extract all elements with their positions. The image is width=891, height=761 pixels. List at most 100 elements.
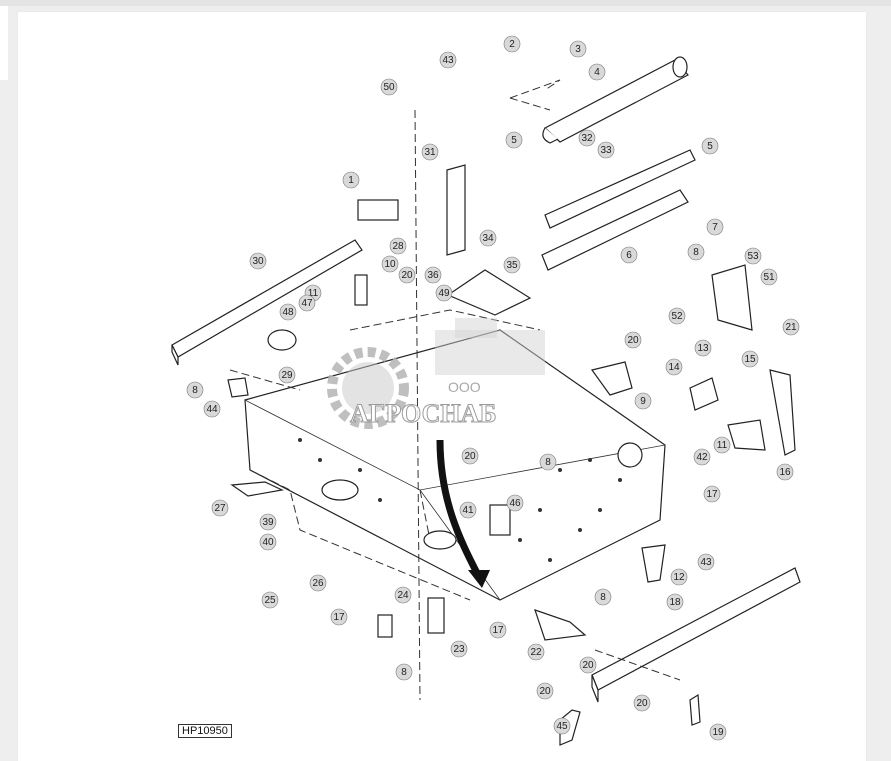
callout-number: 8 [600, 592, 606, 603]
callout-number: 20 [539, 686, 551, 697]
callout-number: 32 [581, 133, 593, 144]
callout-number: 21 [785, 322, 797, 333]
bracket-16 [727, 419, 766, 451]
callout-circle [279, 303, 297, 321]
callout-circle [666, 593, 684, 611]
bracket-22 [534, 609, 587, 641]
callout-number: 20 [582, 660, 594, 671]
callout-circle [536, 682, 554, 700]
callout-8: 8 [186, 381, 204, 399]
callout-circle [395, 663, 413, 681]
callout-number: 5 [707, 141, 713, 152]
callout-49: 49 [435, 284, 453, 302]
vertical-bracket-part [446, 164, 466, 256]
callout-number: 5 [511, 135, 517, 146]
callout-9: 9 [634, 392, 652, 410]
callout-number: 43 [700, 557, 712, 568]
callout-circle [439, 51, 457, 69]
bracket-19 [689, 693, 701, 726]
callout-circle [421, 143, 439, 161]
callout-number: 29 [281, 370, 293, 381]
callout-circle [259, 533, 277, 551]
callout-number: 40 [262, 537, 274, 548]
callout-3: 3 [569, 40, 587, 58]
callout-31: 31 [421, 143, 439, 161]
callout-17: 17 [703, 485, 721, 503]
callout-50: 50 [380, 78, 398, 96]
callout-number: 46 [509, 498, 521, 509]
callout-number: 30 [252, 256, 264, 267]
callout-circle [579, 656, 597, 674]
callout-34: 34 [479, 229, 497, 247]
callout-25: 25 [261, 591, 279, 609]
callout-13: 13 [694, 339, 712, 357]
callout-26: 26 [309, 574, 327, 592]
callout-41: 41 [459, 501, 477, 519]
callout-20: 20 [624, 331, 642, 349]
callout-number: 28 [392, 241, 404, 252]
callout-4: 4 [588, 63, 606, 81]
callout-43: 43 [439, 51, 457, 69]
callout-7: 7 [706, 218, 724, 236]
callout-number: 49 [438, 288, 450, 299]
callout-number: 51 [763, 272, 775, 283]
callout-circle [744, 247, 762, 265]
callout-8: 8 [594, 588, 612, 606]
callout-circle [703, 485, 721, 503]
left-rail-part [171, 239, 363, 366]
callout-number: 10 [384, 259, 396, 270]
cover-35 [446, 269, 532, 316]
bracket-24 [377, 614, 393, 638]
callout-5: 5 [505, 131, 523, 149]
bracket-23 [427, 597, 445, 634]
callout-circle [380, 78, 398, 96]
callout-circle [381, 255, 399, 273]
callout-circle [503, 35, 521, 53]
callout-circle [435, 284, 453, 302]
callout-21: 21 [782, 318, 800, 336]
callout-number: 2 [509, 39, 515, 50]
direction-arrow [436, 439, 482, 577]
plate-part [711, 264, 753, 331]
callout-number: 8 [401, 667, 407, 678]
callout-number: 35 [506, 260, 518, 271]
callout-number: 20 [627, 335, 639, 346]
callout-28: 28 [389, 237, 407, 255]
callout-circle [697, 553, 715, 571]
bracket-10 [354, 274, 368, 306]
callout-number: 14 [668, 362, 680, 373]
callout-15: 15 [741, 350, 759, 368]
callout-number: 20 [401, 270, 413, 281]
callout-circle [330, 608, 348, 626]
callout-number: 16 [779, 467, 791, 478]
arrow-head [468, 570, 490, 588]
callout-number: 3 [575, 44, 581, 55]
callout-number: 47 [301, 298, 313, 309]
callout-circle [693, 448, 711, 466]
callout-circle [670, 568, 688, 586]
callout-circle [782, 318, 800, 336]
callout-circle [505, 131, 523, 149]
callout-number: 31 [424, 147, 436, 158]
callout-number: 6 [626, 250, 632, 261]
callout-44: 44 [203, 400, 221, 418]
callout-30: 30 [249, 252, 267, 270]
callout-circle [620, 246, 638, 264]
callout-circle [298, 294, 316, 312]
callout-circle [665, 358, 683, 376]
callout-17: 17 [489, 621, 507, 639]
callout-circle [553, 717, 571, 735]
callout-circle [701, 137, 719, 155]
left-strip [0, 6, 8, 80]
callout-6: 6 [620, 246, 638, 264]
callout-27: 27 [211, 499, 229, 517]
bracket-9 [590, 361, 633, 396]
callout-32: 32 [578, 129, 596, 147]
callout-47: 47 [298, 294, 316, 312]
watermark-logo: ООО АГРОСНАБ [327, 318, 545, 429]
channel-guides [541, 149, 696, 271]
callout-circle [709, 723, 727, 741]
callout-42: 42 [693, 448, 711, 466]
callout-number: 34 [482, 233, 494, 244]
